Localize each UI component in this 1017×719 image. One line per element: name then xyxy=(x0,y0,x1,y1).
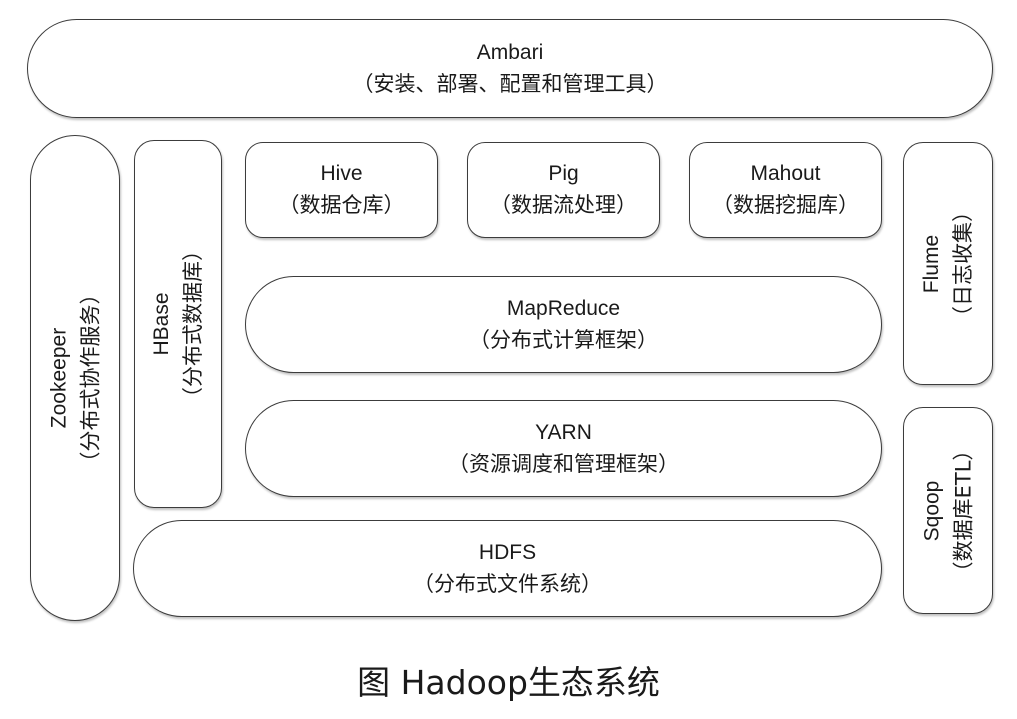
mapreduce-name: MapReduce xyxy=(506,296,621,320)
mapreduce-box: MapReduce （分布式计算框架） xyxy=(245,276,882,373)
hdfs-box: HDFS （分布式文件系统） xyxy=(133,520,882,617)
yarn-description: （资源调度和管理框架） xyxy=(448,451,679,476)
hbase-name: HBase xyxy=(150,292,173,356)
mahout-name: Mahout xyxy=(750,162,821,185)
sqoop-description: （数据库ETL） xyxy=(951,439,976,582)
sqoop-box: Sqoop （数据库ETL） xyxy=(903,407,993,614)
pig-box: Pig （数据流处理） xyxy=(467,142,660,238)
ambari-box: Ambari （安装、部署、配置和管理工具） xyxy=(27,19,993,118)
ambari-description: （安装、部署、配置和管理工具） xyxy=(352,71,668,96)
hive-name: Hive xyxy=(320,162,363,185)
hbase-description: （分布式数据库） xyxy=(181,240,205,408)
hive-description: （数据仓库） xyxy=(278,193,405,217)
figure-caption: 图 Hadoop生态系统 xyxy=(357,663,660,702)
hdfs-name: HDFS xyxy=(478,540,537,564)
yarn-box: YARN （资源调度和管理框架） xyxy=(245,400,882,497)
zookeeper-box: Zookeeper （分布式协作服务） xyxy=(30,135,120,621)
mapreduce-description: （分布式计算框架） xyxy=(469,327,658,352)
hdfs-description: （分布式文件系统） xyxy=(413,571,602,596)
sqoop-name: Sqoop xyxy=(920,480,944,541)
flume-box: Flume （日志收集） xyxy=(903,142,993,385)
hive-box: Hive （数据仓库） xyxy=(245,142,438,238)
zookeeper-description: （分布式协作服务） xyxy=(78,283,102,473)
pig-name: Pig xyxy=(548,162,579,185)
yarn-name: YARN xyxy=(535,420,592,444)
flume-name: Flume xyxy=(920,234,943,293)
mahout-box: Mahout （数据挖掘库） xyxy=(689,142,882,238)
pig-description: （数据流处理） xyxy=(490,193,637,217)
flume-description: （日志收集） xyxy=(951,200,975,327)
mahout-description: （数据挖掘库） xyxy=(712,193,859,217)
zookeeper-name: Zookeeper xyxy=(47,327,70,429)
hbase-box: HBase （分布式数据库） xyxy=(134,140,222,508)
ambari-name: Ambari xyxy=(476,40,544,64)
